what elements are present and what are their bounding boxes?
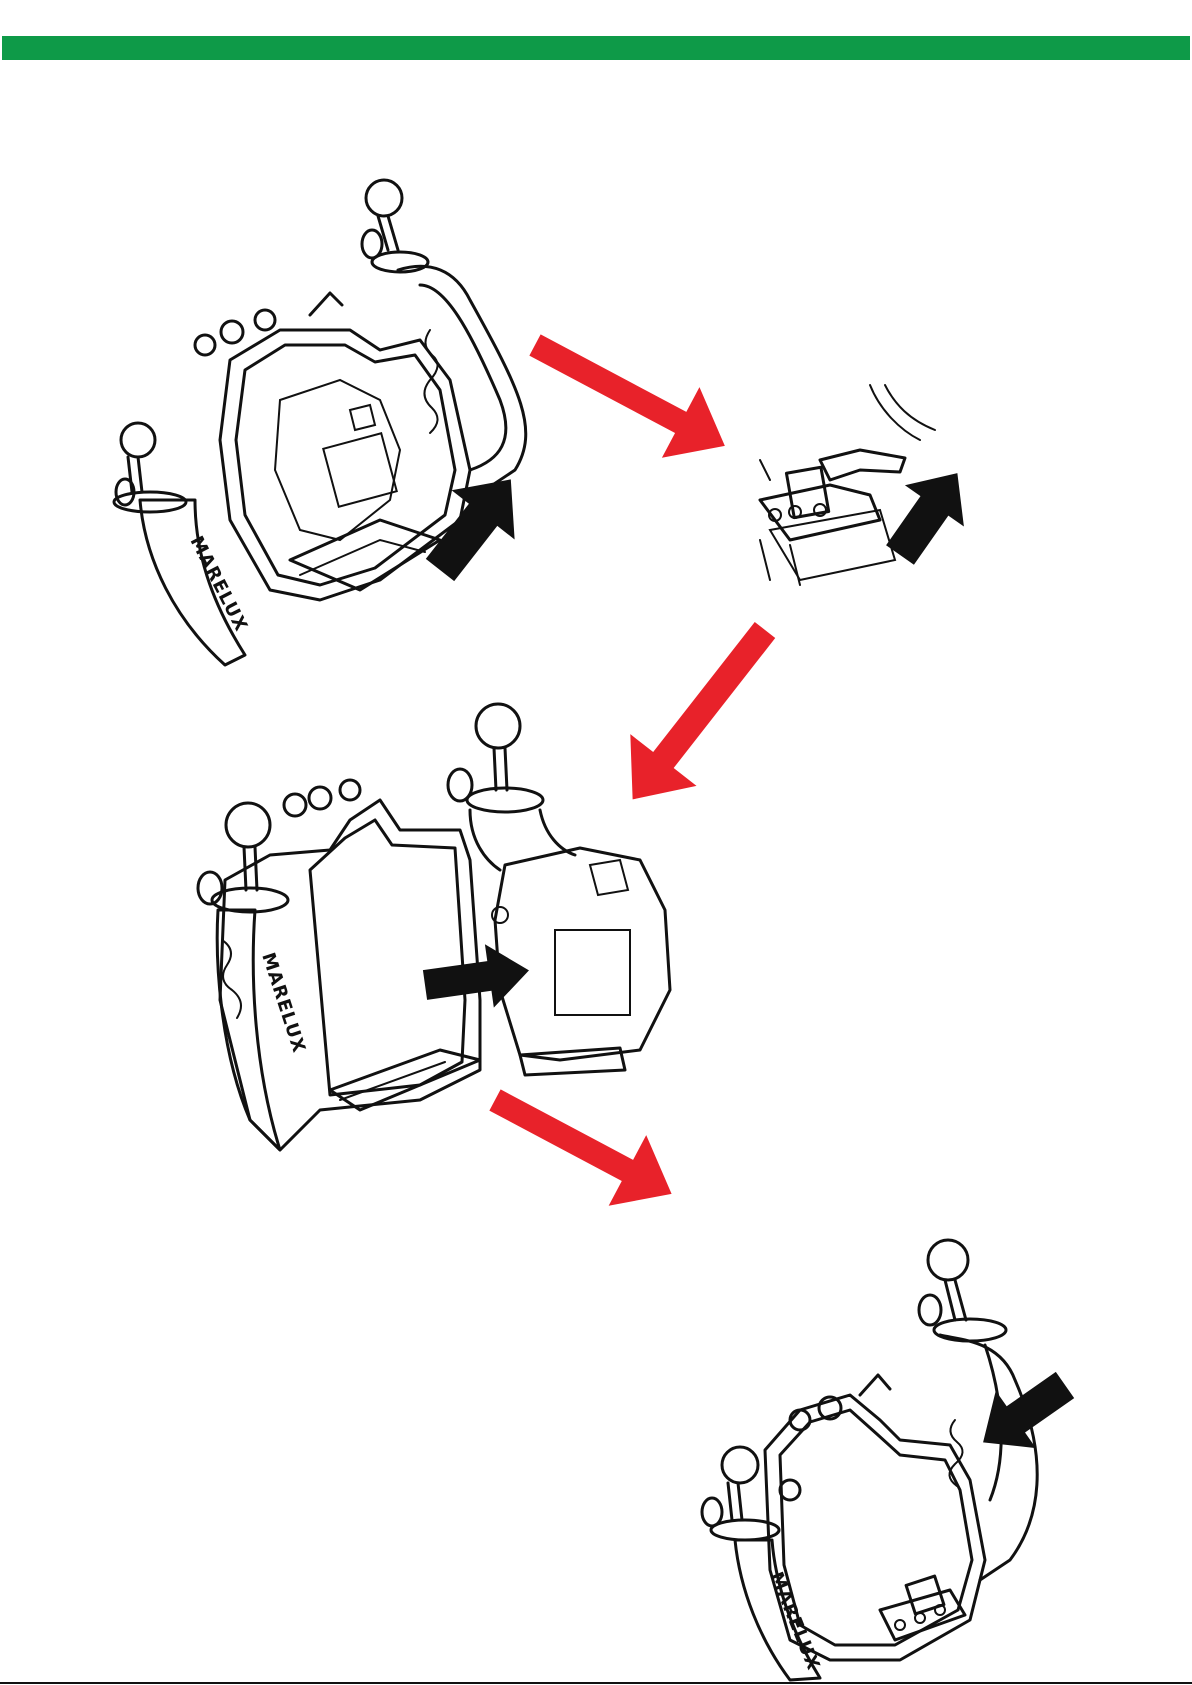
red-step-arrow-icon	[600, 604, 799, 825]
red-step-arrow-icon	[476, 1065, 690, 1230]
bottom-rule	[0, 1682, 1192, 1684]
red-step-arrow-icon	[516, 310, 743, 482]
step3-camera-insert: MARELUX	[198, 704, 670, 1150]
step4-housing-latched: MARELUX	[702, 1240, 1085, 1680]
ball-mount-icon	[362, 180, 428, 272]
ball-mount-icon	[919, 1240, 1006, 1341]
step1-housing-open: MARELUX	[114, 180, 542, 665]
brand-label: MARELUX	[186, 533, 252, 635]
black-action-arrow-icon	[408, 455, 542, 595]
black-action-arrow-icon	[963, 1356, 1085, 1471]
brand-label: MARELUX	[257, 950, 309, 1056]
ball-mount-icon	[448, 704, 543, 812]
ball-mount-icon	[198, 803, 288, 912]
step2-latch-detail	[760, 385, 987, 585]
